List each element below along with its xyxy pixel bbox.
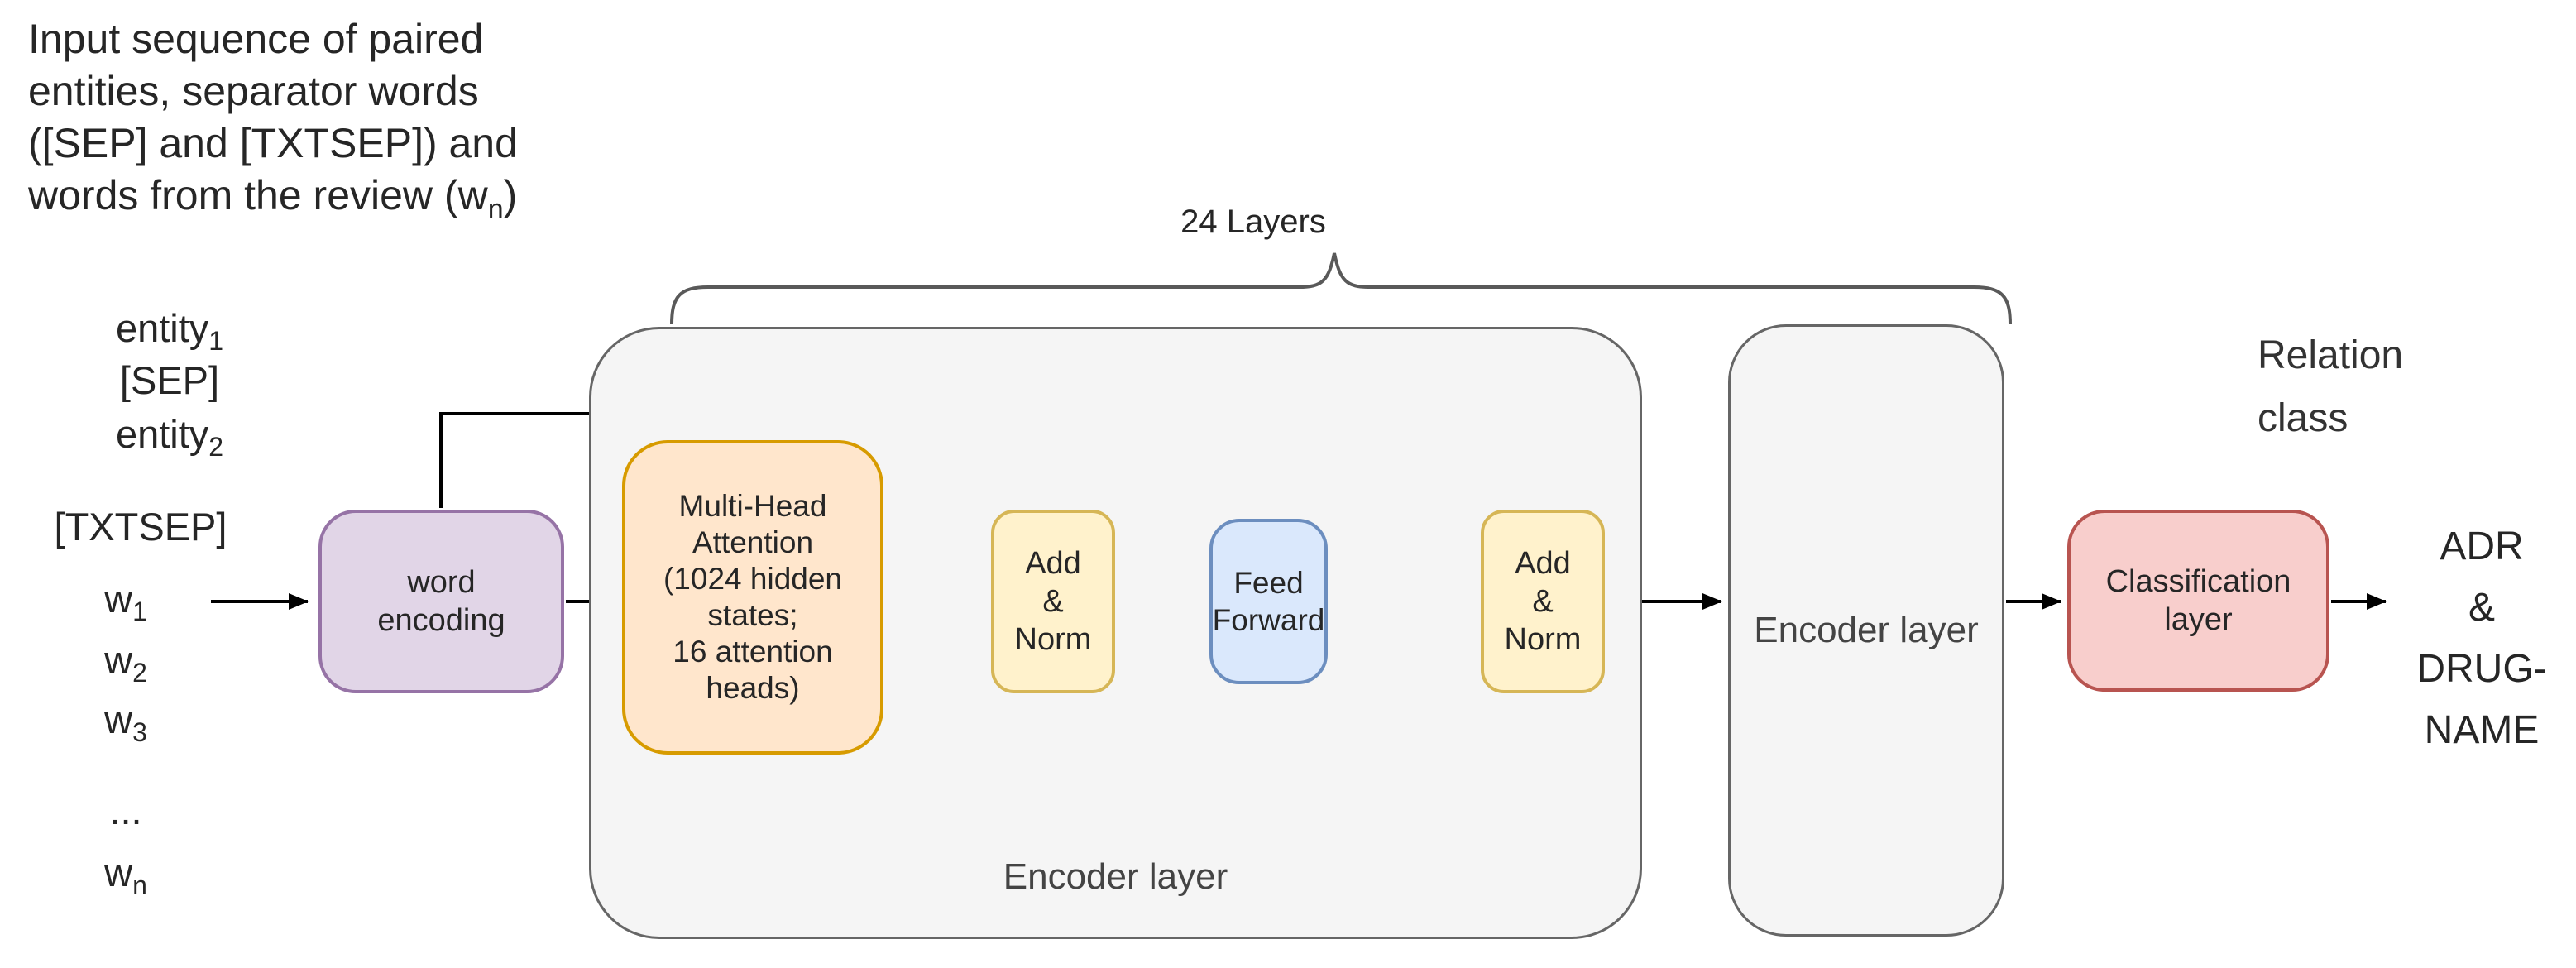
layers-brace: [670, 252, 2012, 325]
word-encoding-label-line-2: encoding: [377, 603, 505, 638]
token-w1: w1: [104, 576, 147, 627]
add-norm-1-box: Add & Norm: [991, 510, 1115, 693]
multi-head-attention-box: Multi-Head Attention (1024 hidden states…: [622, 440, 883, 755]
add-norm-2-line-2: &: [1532, 584, 1554, 619]
mha-label-line-3: (1024 hidden: [663, 562, 843, 596]
classification-label-line-2: layer: [2164, 602, 2233, 637]
word-encoding-box: word encoding: [318, 510, 564, 693]
mha-label-line-1: Multi-Head: [678, 489, 827, 523]
add-norm-1-line-2: &: [1042, 584, 1064, 619]
relation-class-label: Relation class: [2258, 324, 2506, 450]
add-norm-1-line-1: Add: [1025, 546, 1081, 581]
encoder-layer-1-label: Encoder layer: [1003, 856, 1228, 897]
input-description-line-1: Input sequence of paired: [28, 16, 484, 62]
classification-layer-box: Classification layer: [2067, 510, 2329, 692]
output-class-line-2: &: [2468, 586, 2495, 630]
output-class-line-1: ADR: [2440, 525, 2524, 568]
add-norm-2-line-3: Norm: [1504, 622, 1582, 657]
add-norm-2-box: Add & Norm: [1481, 510, 1605, 693]
input-description-text: Input sequence of paired entities, separ…: [28, 13, 657, 236]
input-description-line-3: ([SEP] and [TXTSEP]) and: [28, 120, 518, 166]
mha-label-line-4: states;: [707, 598, 798, 632]
token-entity1: entity1: [115, 305, 224, 357]
relation-class-line-2: class: [2258, 396, 2349, 440]
encoder-layer-2-label: Encoder layer: [1754, 610, 1979, 650]
output-class-line-3: DRUG-: [2416, 647, 2547, 691]
classification-label-line-1: Classification: [2105, 564, 2291, 599]
add-norm-2-line-1: Add: [1515, 546, 1571, 581]
feed-forward-box: Feed Forward: [1209, 519, 1328, 684]
token-w3: w3: [104, 697, 147, 748]
token-txtsep: [TXTSEP]: [54, 504, 227, 549]
layers-brace-label: 24 Layers: [1180, 204, 1326, 240]
relation-class-line-1: Relation: [2258, 333, 2404, 377]
add-norm-1-line-3: Norm: [1014, 622, 1092, 657]
output-class-line-4: NAME: [2424, 708, 2540, 752]
input-description-line-2: entities, separator words: [28, 68, 479, 114]
token-w2: w2: [104, 637, 147, 688]
token-sep: [SEP]: [119, 357, 220, 402]
mha-label-line-6: heads): [706, 671, 800, 705]
feed-forward-line-1: Feed: [1233, 566, 1304, 600]
encoder-layer-2-box: Encoder layer: [1728, 324, 2004, 937]
output-classes-label: ADR & DRUG- NAME: [2382, 516, 2576, 761]
token-wn: wn: [104, 850, 147, 901]
mha-label-line-5: 16 attention: [673, 635, 833, 668]
word-encoding-label-line-1: word: [407, 565, 476, 600]
input-description-line-4: words from the review (wn): [28, 172, 518, 225]
feed-forward-line-2: Forward: [1212, 603, 1325, 637]
token-ellipsis: ...: [109, 788, 142, 832]
token-entity2: entity2: [115, 411, 224, 462]
mha-label-line-2: Attention: [692, 525, 814, 559]
